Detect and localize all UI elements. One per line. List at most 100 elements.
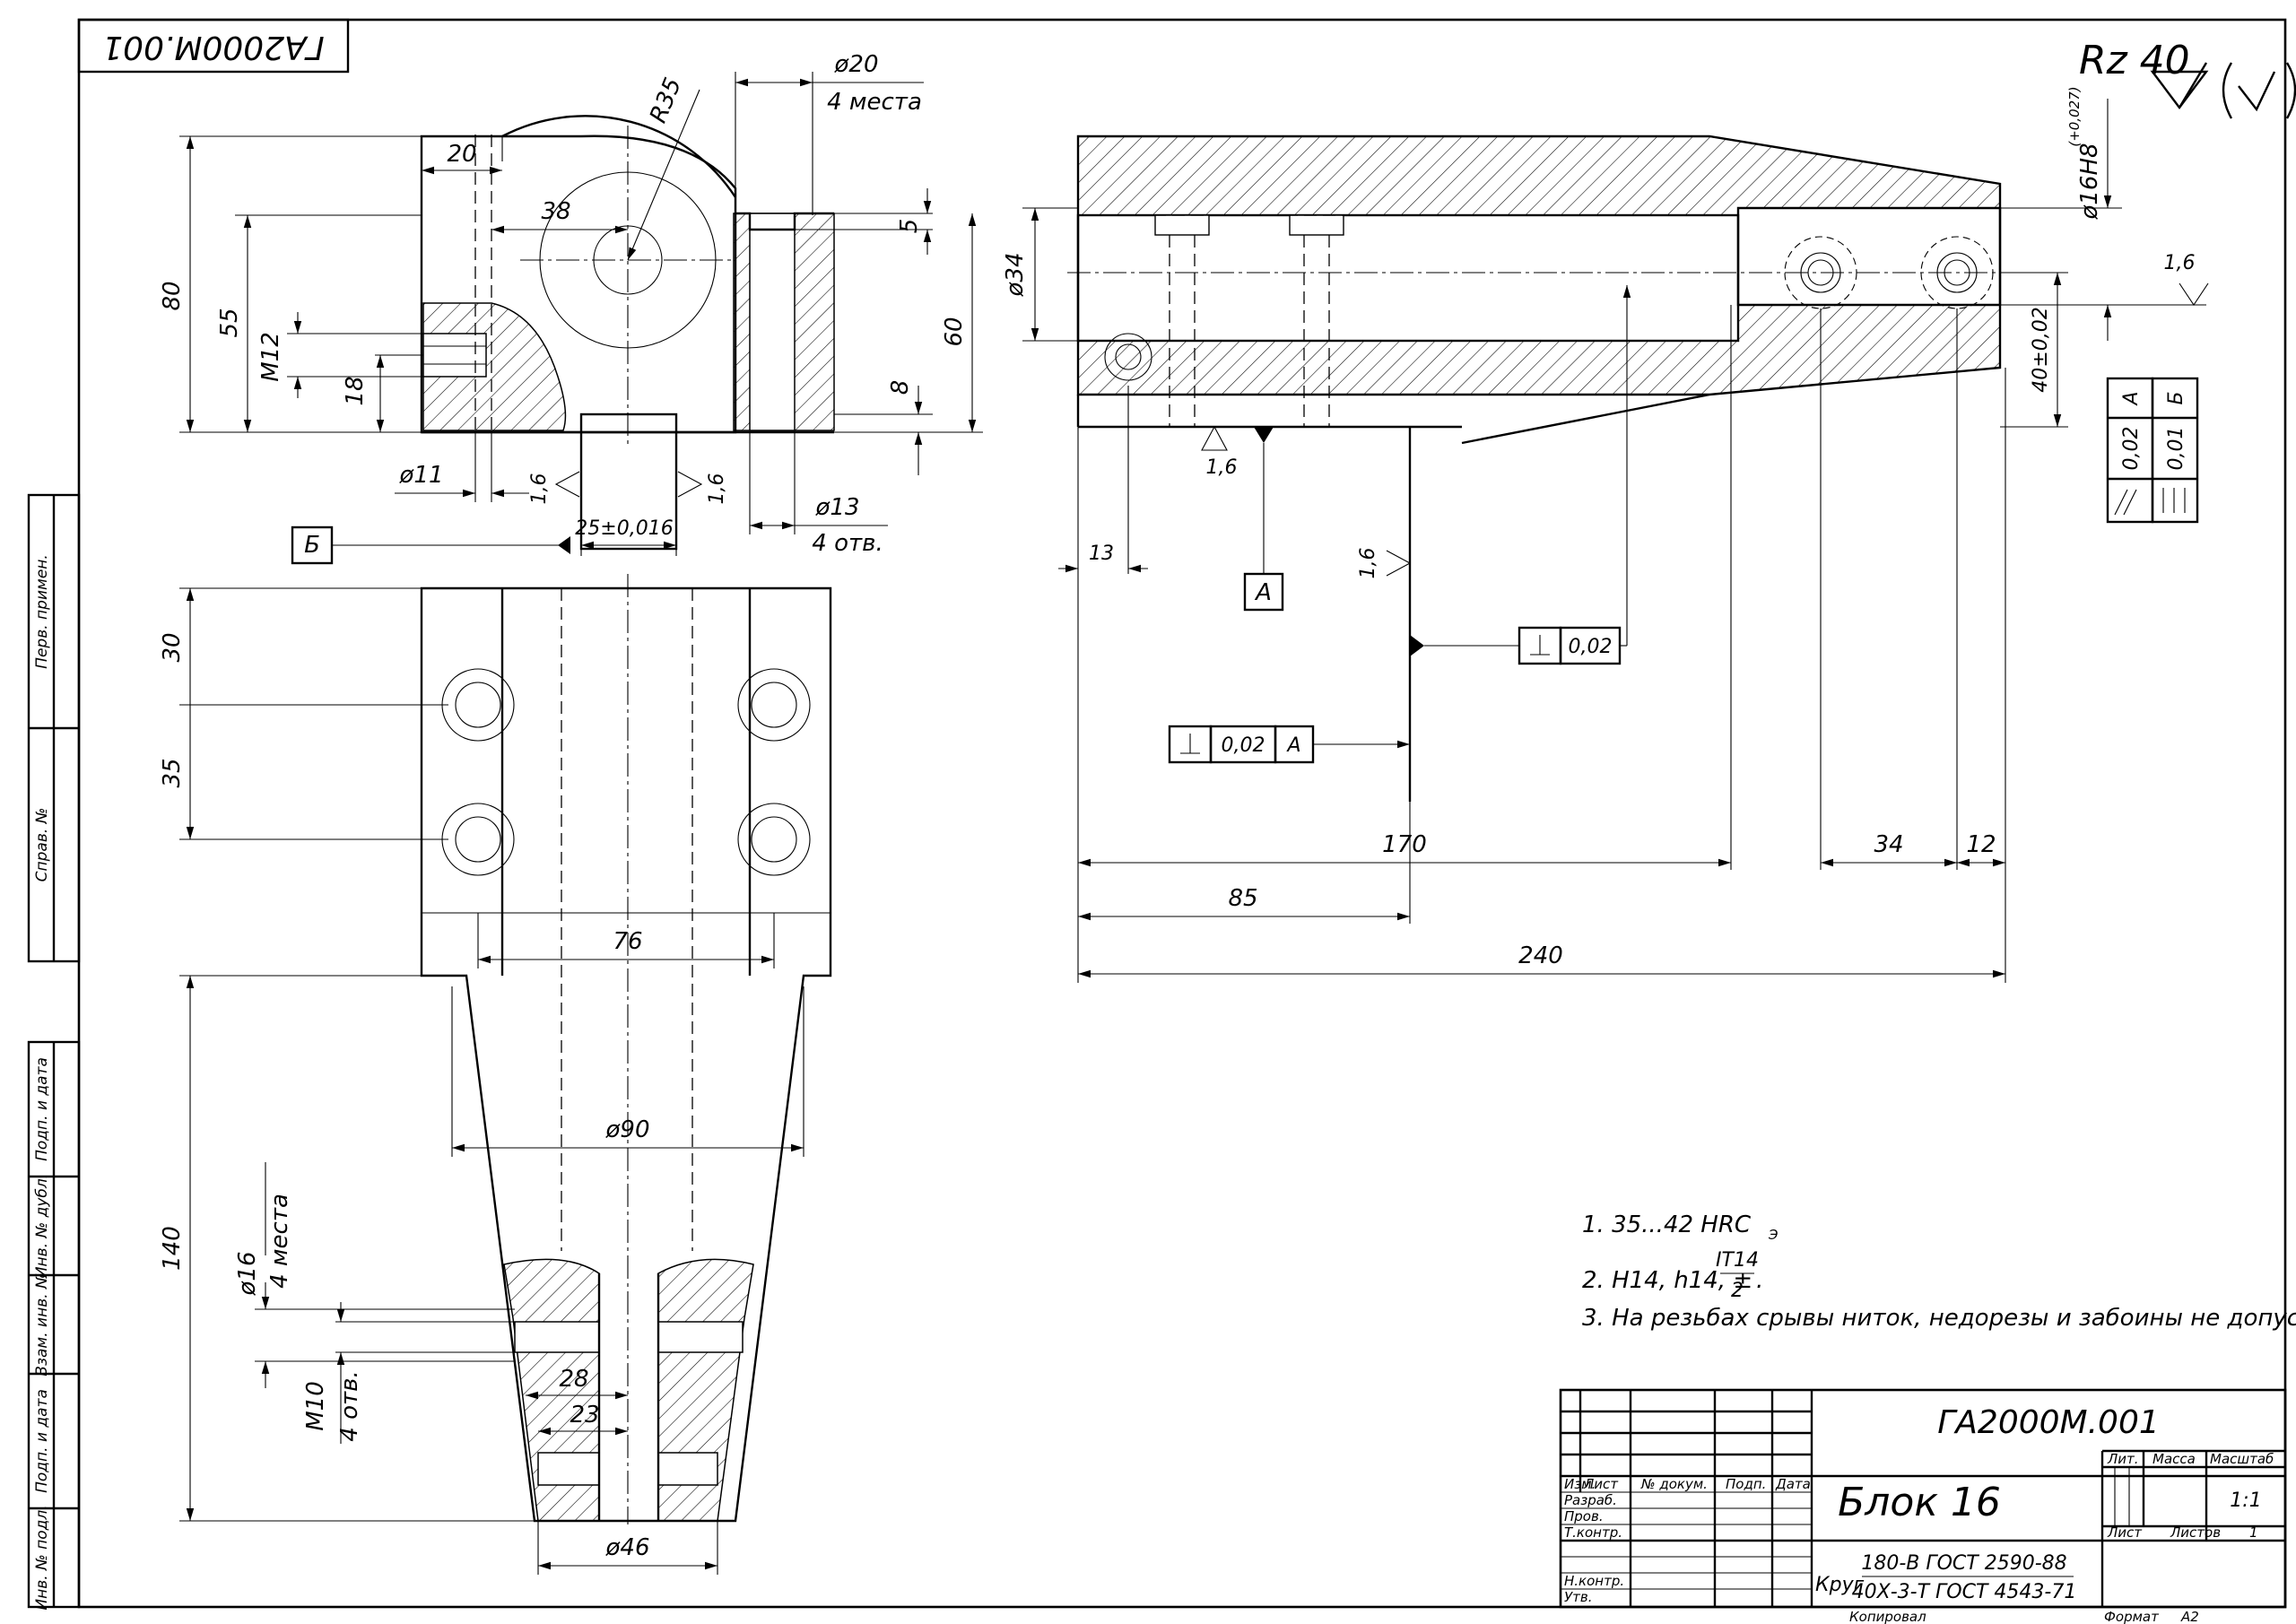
dim-phi11: ø11: [399, 462, 444, 489]
dim-18: 18: [342, 376, 369, 405]
dim-phi16h8: ø16H8: [2076, 143, 2103, 220]
tb-masshtab: Масштаб: [2210, 1451, 2274, 1467]
tb-listov: Листов: [2170, 1524, 2221, 1541]
dim-240: 240: [1518, 942, 1563, 969]
note-1-sub: Э: [1768, 1227, 1779, 1243]
dim-phi16-places: 4 места: [266, 1194, 293, 1289]
title-block: Изм. Лист № докум. Подп. Дата Разраб. Пр…: [1559, 1388, 2287, 1609]
top-view: Б 80 55 20 38 R35 ø20 4 места 5 60: [159, 51, 983, 565]
datum-b-label: Б: [304, 532, 320, 559]
tb-copied: Копировал: [1849, 1609, 1926, 1624]
dim-phi46: ø46: [605, 1534, 650, 1561]
tb-utv: Утв.: [1564, 1589, 1593, 1605]
note-2-end: .: [1756, 1267, 1763, 1294]
dim-30: 30: [159, 632, 186, 662]
roughness-1-6-b: 1,6: [706, 473, 728, 505]
dim-phi16h8-tol: (+0,027): [2066, 86, 2083, 146]
tb-doc-no: № докум.: [1640, 1476, 1708, 1492]
dim-phi20: ø20: [834, 51, 879, 78]
gdt-sym-val: 0,01: [2165, 427, 2187, 471]
stamp-perv-primen: Перв. примен.: [33, 554, 51, 669]
gdt-sym-ref: Б: [2165, 391, 2187, 404]
tb-razrab: Разраб.: [1564, 1492, 1617, 1508]
front-view: 30 35 76 ø90 140 ø16 4 места M10 4 отв. …: [159, 574, 832, 1575]
tb-drawing-code: ГА2000М.001: [1937, 1404, 2160, 1441]
dim-m12: M12: [257, 332, 284, 382]
dim-60: 60: [941, 317, 968, 346]
roughness-1-6-d: 1,6: [1206, 456, 1238, 479]
datum-a-label: A: [1254, 579, 1272, 606]
dim-25: 25±0,016: [575, 517, 673, 540]
tb-sign: Подп.: [1726, 1476, 1766, 1492]
dim-34: 34: [1874, 831, 1903, 858]
technical-notes: 1. 35...42 HRC Э 2. H14, h14, ± IT14 2 .…: [1582, 1211, 2296, 1332]
tb-nkontr: Н.контр.: [1564, 1573, 1624, 1589]
stamp-vzam-inv: Взам. инв. №: [33, 1272, 51, 1376]
dim-55: 55: [216, 308, 243, 337]
stamp-podp-data-2: Подп. и дата: [33, 1389, 51, 1493]
roughness-general-label: Rz 40: [2079, 38, 2190, 83]
roughness-1-6-e: 1,6: [1357, 548, 1379, 579]
dim-12: 12: [1966, 831, 1996, 858]
tb-format: A2: [2180, 1609, 2199, 1624]
note-1: 1. 35...42 HRC: [1582, 1211, 1752, 1238]
stamp-sprav-no: Справ. №: [33, 808, 51, 882]
roughness-1-6-c: 1,6: [2164, 252, 2196, 274]
gdt-par-ref: A: [2120, 391, 2143, 406]
dim-phi16: ø16: [234, 1252, 261, 1297]
tb-material-label: Круг: [1815, 1574, 1865, 1596]
note-3: 3. На резьбах срывы ниток, недорезы и за…: [1582, 1305, 2296, 1332]
note-2-den: 2: [1731, 1280, 1744, 1302]
dim-phi34: ø34: [1002, 253, 1029, 298]
tb-scale: 1:1: [2230, 1489, 2261, 1512]
dim-23: 23: [570, 1402, 599, 1429]
note-2: 2. H14, h14, ±: [1582, 1267, 1752, 1294]
tb-massa: Масса: [2152, 1451, 2196, 1467]
tb-prov: Пров.: [1564, 1508, 1604, 1524]
tb-material-bottom: 40Х-3-Т ГОСТ 4543-71: [1852, 1581, 2077, 1603]
tb-list: Лист: [1583, 1476, 1619, 1492]
note-2-num: IT14: [1716, 1249, 1759, 1272]
tb-sheet-no: 1: [2249, 1524, 2258, 1541]
tb-list2: Лист: [2107, 1524, 2143, 1541]
side-view: ø34 ø16H8 (+0,027) 1,6 40±0,02 A 0,02 Б …: [1002, 86, 2209, 983]
tb-tkontr: Т.контр.: [1564, 1524, 1622, 1541]
tb-drawing-name: Блок 16: [1838, 1480, 2001, 1525]
side-stamp: Перв. примен. Справ. № Подп. и дата Инв.…: [27, 493, 81, 1611]
gdt-par-val: 0,02: [2120, 427, 2143, 471]
mirrored-code: ГА2000М.001: [102, 29, 325, 65]
dim-13: 13: [1089, 543, 1114, 565]
tb-lit: Лит.: [2107, 1451, 2139, 1467]
stamp-inv-podl: Инв. № подл.: [33, 1505, 51, 1610]
dim-76: 76: [613, 928, 642, 955]
dim-170: 170: [1382, 831, 1427, 858]
stamp-podp-data-1: Подп. и дата: [33, 1057, 51, 1161]
dim-35: 35: [159, 758, 186, 787]
dim-m10: M10: [302, 1381, 329, 1431]
tb-izm: Изм.: [1564, 1476, 1596, 1492]
gdt-frame-right: A 0,02 Б 0,01: [2106, 377, 2199, 524]
gdt-perp2-val: 0,02: [1222, 734, 1265, 757]
dim-40: 40±0,02: [2030, 307, 2052, 392]
dim-5: 5: [896, 219, 923, 234]
stamp-inv-dubl: Инв. № дубл.: [33, 1174, 51, 1278]
gdt-perp2-ref: A: [1285, 734, 1300, 757]
dim-140: 140: [159, 1226, 186, 1271]
dim-phi13: ø13: [815, 494, 860, 521]
gdt-perp-val: 0,02: [1569, 636, 1613, 658]
dim-phi20-places: 4 места: [827, 89, 922, 116]
dim-m10-holes: 4 отв.: [336, 1370, 363, 1441]
roughness-1-6-a: 1,6: [528, 473, 551, 505]
dim-85: 85: [1228, 885, 1257, 912]
sheet-frame: ГА2000М.001: [77, 18, 2287, 1609]
dim-28: 28: [559, 1366, 588, 1393]
tb-format-label: Формат: [2104, 1609, 2160, 1624]
dim-20: 20: [447, 141, 476, 168]
dim-phi13-holes: 4 отв.: [812, 530, 883, 557]
front-bolt-holes: [441, 668, 811, 876]
dim-phi90: ø90: [605, 1116, 650, 1143]
general-roughness: Rz 40: [2079, 38, 2296, 119]
dim-8: 8: [887, 380, 914, 395]
dim-38: 38: [541, 198, 570, 225]
